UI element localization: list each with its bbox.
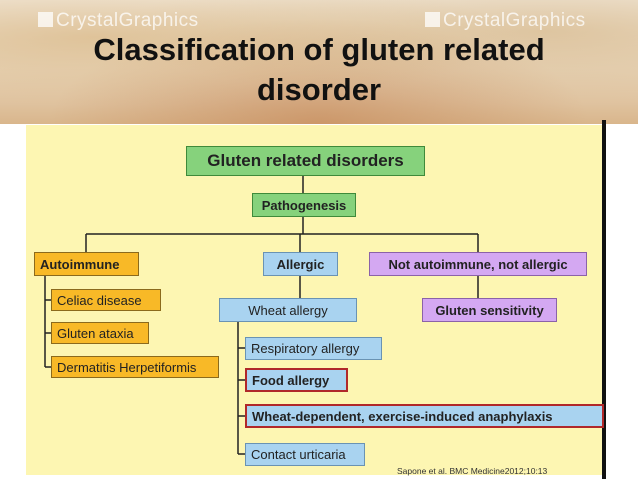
node-wheat-allergy: Wheat allergy (219, 298, 357, 322)
node-not-autoimmune-not-allergic: Not autoimmune, not allergic (369, 252, 587, 276)
watermark-left-text: CrystalGraphics (56, 10, 199, 31)
node-pathogenesis: Pathogenesis (252, 193, 356, 217)
node-respiratory-allergy: Respiratory allergy (245, 337, 382, 360)
node-contact-urticaria: Contact urticaria (245, 443, 365, 466)
slide-title: Classification of gluten related disorde… (93, 32, 545, 107)
node-wheat-dependent-exercise-induced-anaphylaxis: Wheat-dependent, exercise-induced anaphy… (245, 404, 604, 428)
node-gluten-sensitivity: Gluten sensitivity (422, 298, 557, 322)
crystalgraphics-logo-icon (38, 12, 53, 27)
node-autoimmune: Autoimmune (34, 252, 139, 276)
node-dermatitis-herpetiformis: Dermatitis Herpetiformis (51, 356, 219, 378)
node-gluten-related-disorders: Gluten related disorders (186, 146, 425, 176)
watermark-right: CrystalGraphics (425, 10, 586, 32)
node-allergic: Allergic (263, 252, 338, 276)
citation: Sapone et al. BMC Medicine2012;10:13 (397, 466, 548, 476)
panel-edge (602, 120, 606, 479)
watermark-right-text: CrystalGraphics (443, 10, 586, 31)
crystalgraphics-logo-icon (425, 12, 440, 27)
title-banner (0, 0, 638, 124)
node-celiac-disease: Celiac disease (51, 289, 161, 311)
node-food-allergy: Food allergy (245, 368, 348, 392)
watermark-left: CrystalGraphics (38, 10, 199, 32)
node-gluten-ataxia: Gluten ataxia (51, 322, 149, 344)
